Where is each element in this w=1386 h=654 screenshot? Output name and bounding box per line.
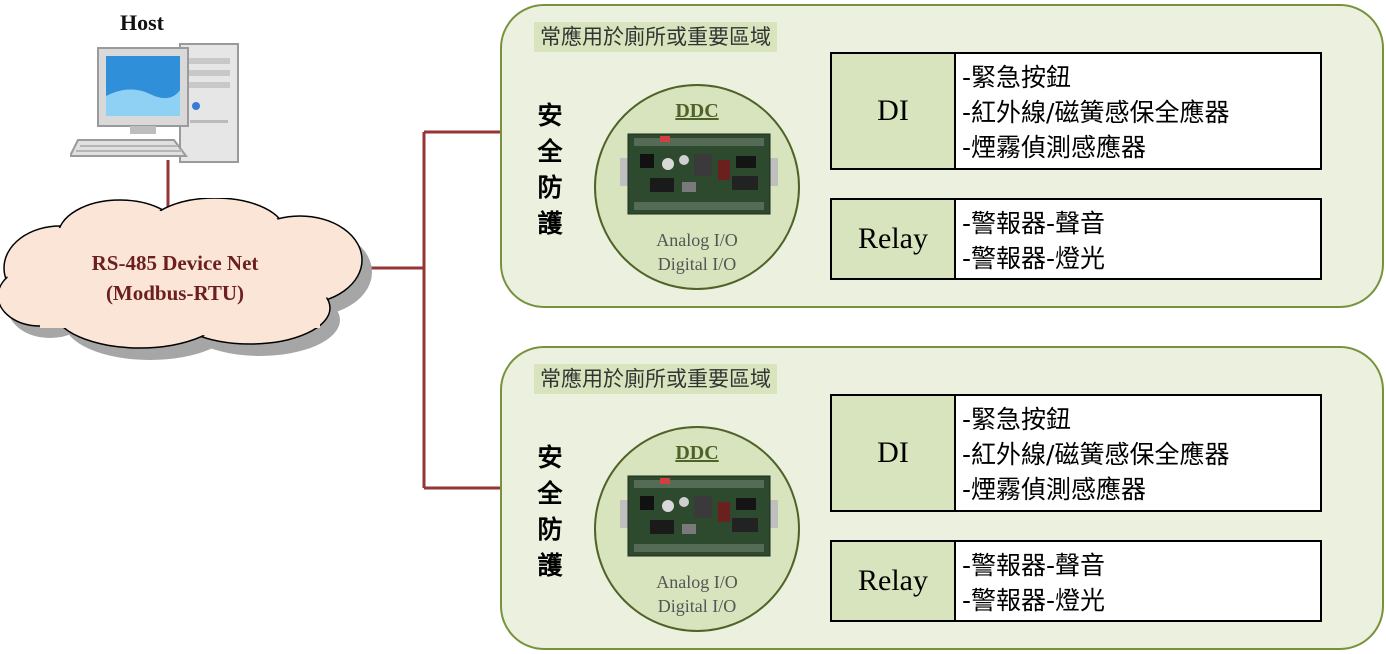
vertical-title-char: 防 [537,173,563,202]
circuit-board-icon [620,475,778,557]
io-line-digital: Digital I/O [657,596,737,616]
security-panel-1: 常應用於廁所或重要區域 安 全 防 護 DDC Analog I/O Digit… [500,4,1384,308]
area-label: 常應用於廁所或重要區域 [534,364,777,394]
di-box: DI -緊急按鈕 -紅外線/磁簧感保全應器 -煙霧偵測感應器 [830,52,1322,170]
host-label: Host [120,10,164,35]
host-computer-icon [70,43,239,163]
vertical-title: 安 全 防 護 [534,440,566,584]
io-line-digital: Digital I/O [657,254,737,274]
relay-item: -警報器-聲音 [962,551,1106,580]
relay-item: -警報器-燈光 [962,586,1106,615]
vertical-title-char: 全 [537,137,563,166]
di-items: -緊急按鈕 -紅外線/磁簧感保全應器 -煙霧偵測感應器 [962,402,1229,507]
vertical-title-char: 防 [537,515,563,544]
network-label-line2: (Modbus-RTU) [105,281,245,305]
relay-item: -警報器-燈光 [962,244,1106,273]
di-box: DI -緊急按鈕 -紅外線/磁簧感保全應器 -煙霧偵測感應器 [830,394,1322,512]
di-label: DI [832,54,956,168]
io-line-analog: Analog I/O [656,572,738,592]
vertical-title-char: 護 [537,551,563,580]
ddc-label: DDC [675,442,719,464]
vertical-title-char: 護 [537,209,563,238]
di-item: -紅外線/磁簧感保全應器 [962,440,1230,469]
network-label: RS-485 Device Net (Modbus-RTU) [40,248,310,308]
relay-box: Relay -警報器-聲音 -警報器-燈光 [830,198,1322,280]
di-item: -紅外線/磁簧感保全應器 [962,98,1230,127]
area-label: 常應用於廁所或重要區域 [534,22,777,52]
di-item: -煙霧偵測感應器 [962,475,1147,504]
di-item: -煙霧偵測感應器 [962,133,1147,162]
security-panel-2: 常應用於廁所或重要區域 安 全 防 護 DDC Analog I/O Digit… [500,346,1384,650]
vertical-title-char: 安 [537,443,563,472]
relay-item: -警報器-聲音 [962,209,1106,238]
network-cloud-icon [0,198,372,360]
ddc-controller: DDC Analog I/O Digital I/O [594,426,800,632]
ddc-controller: DDC Analog I/O Digital I/O [594,84,800,290]
di-label: DI [832,396,956,510]
relay-box: Relay -警報器-聲音 -警報器-燈光 [830,540,1322,622]
circuit-board-icon [620,133,778,215]
di-item: -緊急按鈕 [962,63,1072,92]
vertical-title-char: 全 [537,479,563,508]
ddc-label: DDC [675,100,719,122]
di-item: -緊急按鈕 [962,405,1072,434]
relay-items: -警報器-聲音 -警報器-燈光 [962,548,1105,618]
network-label-line1: RS-485 Device Net [91,251,259,275]
di-items: -緊急按鈕 -紅外線/磁簧感保全應器 -煙霧偵測感應器 [962,60,1229,165]
vertical-title-char: 安 [537,101,563,130]
relay-label: Relay [832,542,956,620]
io-line-analog: Analog I/O [656,230,738,250]
relay-label: Relay [832,200,956,278]
relay-items: -警報器-聲音 -警報器-燈光 [962,206,1105,276]
vertical-title: 安 全 防 護 [534,98,566,242]
